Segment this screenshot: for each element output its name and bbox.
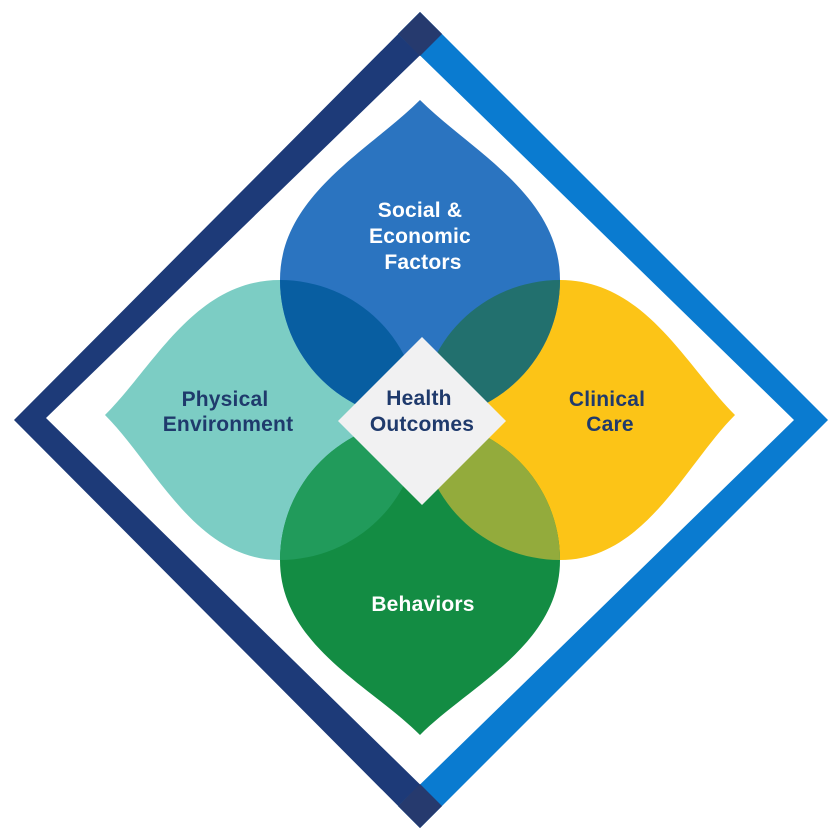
health-outcomes-center bbox=[338, 337, 506, 505]
clinical-care-label: Clinical Care bbox=[569, 388, 651, 436]
physical-environment-label: Physical Environment bbox=[163, 388, 294, 436]
behaviors-label: Behaviors bbox=[371, 593, 474, 616]
frame-top-corner bbox=[398, 12, 442, 56]
social-economic-label: Social & Economic Factors bbox=[369, 199, 477, 274]
frame-bottom-corner bbox=[398, 784, 442, 828]
health-outcomes-label: Health Outcomes bbox=[370, 387, 474, 436]
diamond-frame bbox=[14, 12, 828, 828]
